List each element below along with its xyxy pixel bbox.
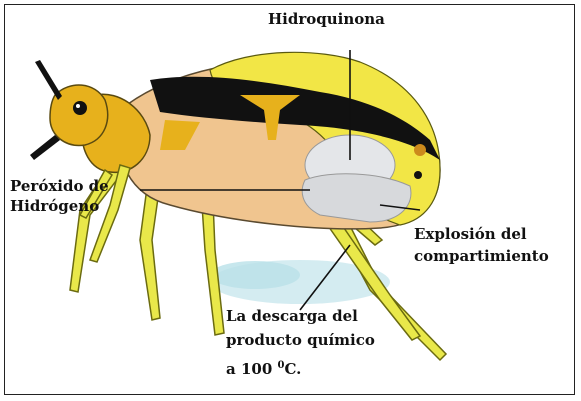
label-hydroquinone: Hidroquinona	[268, 9, 385, 29]
discharge-suffix: C.	[284, 360, 301, 378]
discharge-prefix: a 100	[226, 360, 277, 378]
label-discharge-line2: producto químico	[226, 330, 375, 350]
eye	[73, 101, 87, 115]
label-peroxide-line2: Hidrógeno	[10, 196, 99, 216]
label-explosion-line2: compartimiento	[414, 246, 549, 266]
label-discharge-line1: La descarga del	[226, 306, 358, 326]
label-discharge-line3: a 100 0C.	[226, 356, 301, 379]
label-explosion-line1: Explosión del	[414, 224, 527, 244]
antenna	[35, 60, 62, 100]
reaction-chamber	[302, 174, 411, 222]
label-peroxide-line1: Peróxido de	[10, 176, 109, 196]
